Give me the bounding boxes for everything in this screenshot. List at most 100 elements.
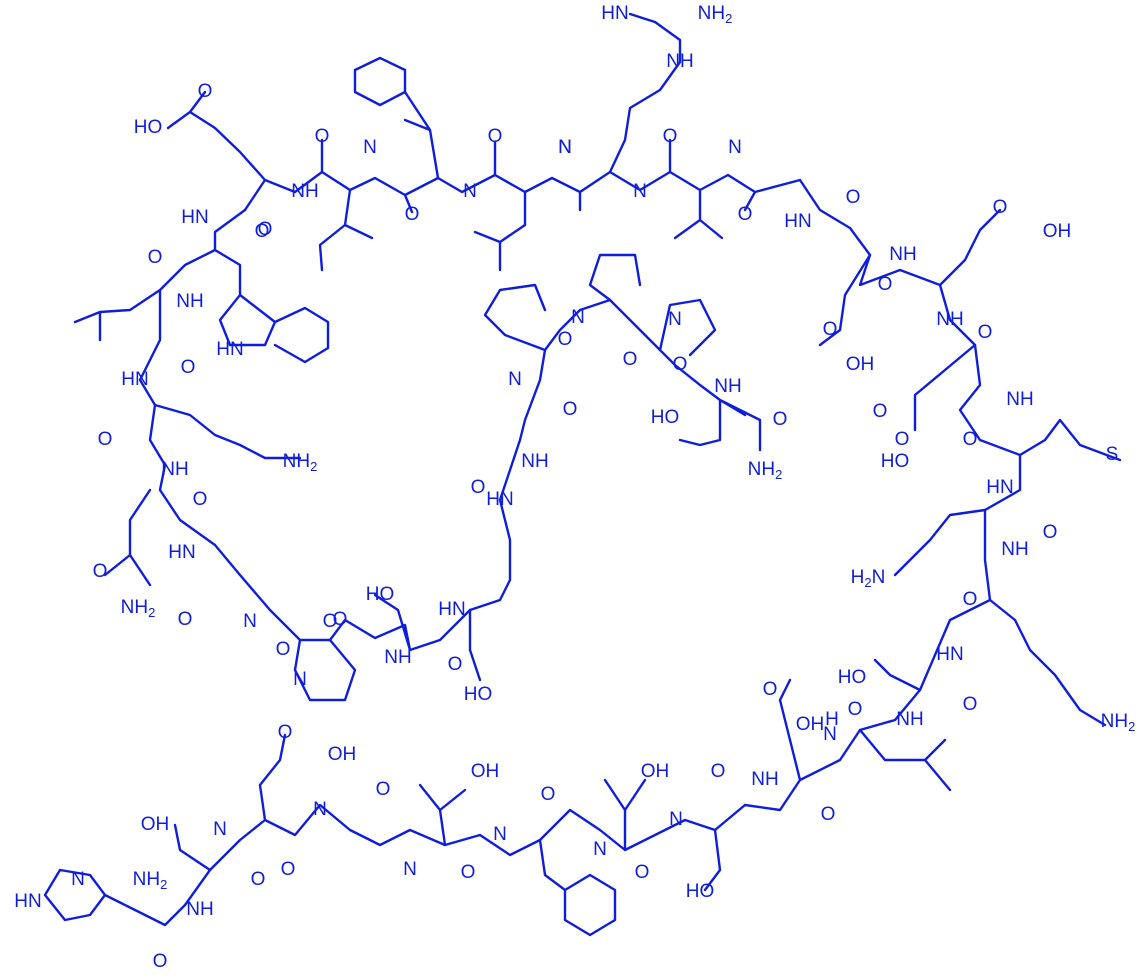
atom-label-trp-hn: HN — [216, 339, 243, 360]
atom-label-pro2-n: N — [571, 307, 585, 328]
leu-left-side-chain-bonds — [73, 288, 162, 342]
atom-label-glu3-acid-o: O — [873, 401, 888, 422]
lys-right-side-chain-bonds — [988, 598, 1107, 727]
atom-label-ser-right-ho: HO — [838, 667, 867, 688]
atom-label-trp-hn2: HN — [181, 207, 208, 228]
atom-label-ile-nh: NH — [291, 181, 318, 202]
atom-label-his-n: N — [71, 869, 85, 890]
atom-label-arg-n: N — [558, 137, 572, 158]
atom-label-asp-l-n: N — [213, 819, 227, 840]
atom-label-pro1-o: O — [558, 329, 573, 350]
atom-label-ser-m2-hn: HN — [438, 599, 465, 620]
asp-right-side-chain-bonds — [778, 678, 802, 782]
left-backbone-bonds — [138, 248, 747, 652]
met-side-chain-bonds — [1018, 418, 1122, 462]
atom-label-glu-top-o: O — [198, 81, 213, 102]
atom-label-ala-m-o: O — [563, 399, 578, 420]
atom-label-glu-mid-nh: NH — [936, 309, 963, 330]
atom-label-glu-right-acid-o: O — [993, 197, 1008, 218]
gln-side-chain-bonds — [893, 508, 987, 577]
atom-label-gly-l-n: N — [243, 611, 257, 632]
atom-label-glu-top-acid: HO — [134, 117, 163, 138]
atom-label-asp-right-oh: OH — [796, 714, 825, 735]
atom-label-his-hn: HN — [14, 891, 41, 912]
atom-label-leu-top-o: O — [405, 204, 420, 225]
glu-top-left-side-chain-bonds — [166, 90, 267, 182]
atom-label-gly-b-o: O — [376, 779, 391, 800]
atom-label-guanidine-nh-link: NH — [666, 51, 693, 72]
atom-label-pro2-o: O — [623, 349, 638, 370]
atom-label-glu-right-o: O — [846, 187, 861, 208]
atom-label-ser-m-o: O — [333, 609, 348, 630]
atom-label-gly-m-hn: HN — [486, 489, 513, 510]
atom-label-thr-r-o: O — [635, 862, 650, 883]
atom-label-ala-m-nh: NH — [521, 451, 548, 472]
atom-label-glu-l-o: O — [255, 221, 270, 242]
atom-label-glu-right-nh: NH — [889, 244, 916, 265]
atom-label-ser-bottom-oh: HO — [686, 881, 715, 902]
atom-label-gly-l2-hn: HN — [168, 542, 195, 563]
atom-label-gly-l2-o: O — [276, 639, 291, 660]
leu-top-side-chain-bonds — [473, 190, 527, 272]
atom-label-thr-l-oh: OH — [471, 761, 500, 782]
atom-label-leu-top-n: N — [558, 137, 572, 158]
trp-bonds — [213, 208, 330, 364]
atom-label-ile-o-up: O — [315, 126, 330, 147]
atom-label-glu-right-acid-oh: OH — [1043, 221, 1072, 242]
atom-label-ser-right-nh: NH — [896, 709, 923, 730]
atom-label-asn-o: O — [193, 489, 208, 510]
atom-label-thr-r-n: N — [593, 839, 607, 860]
atom-label-ser-l-o: O — [251, 869, 266, 890]
atom-label-met-s: S — [1106, 444, 1119, 465]
atom-label-asp-l-o: O — [278, 722, 293, 743]
top-backbone-bonds — [243, 138, 852, 230]
atom-label-asp-right-nh: NH — [751, 769, 778, 790]
atom-label-arg-o: O — [488, 126, 503, 147]
atom-label-asp-right-o: O — [763, 679, 778, 700]
ser-left-side-chain-bonds — [173, 823, 212, 872]
atom-label-glu3-nh: NH — [1006, 389, 1033, 410]
atom-label-gly-m-o: O — [471, 477, 486, 498]
glu3-side-chain-bonds — [913, 343, 977, 432]
atom-label-asn-nh2: NH2 — [121, 597, 156, 620]
atom-label-ile-n: N — [363, 137, 377, 158]
ile-side-chain-bonds — [318, 188, 374, 272]
glu-right-side-chain-bonds — [818, 208, 1002, 347]
atom-label-asp-l-o2: O — [281, 859, 296, 880]
arg-side-chain-bonds — [608, 12, 682, 174]
atom-label-ser-bottom-n: N — [669, 809, 683, 830]
atom-label-ser-right-o: O — [963, 694, 978, 715]
atom-label-ser-m2-ho: HO — [464, 684, 493, 705]
atom-label-gly-l-o: O — [178, 609, 193, 630]
atom-label-his-o: O — [153, 951, 168, 972]
atom-label-glu-mid-acid-o: O — [878, 274, 893, 295]
pro-triple-bonds — [483, 253, 717, 357]
asp-left-side-chain-bonds — [258, 733, 287, 822]
atom-label-arg-n2: N — [633, 181, 647, 202]
atom-label-ser-m2-o: O — [448, 654, 463, 675]
atom-label-gln-nh2: H2N — [851, 567, 886, 590]
bond-skeleton — [43, 12, 1122, 937]
atom-label-lys-right-nh2: NH2 — [1101, 711, 1136, 734]
atom-label-gln-o: O — [1043, 522, 1058, 543]
atom-label-ser-term-nh2: NH2 — [748, 459, 783, 482]
atom-label-ser-bottom-o: O — [711, 761, 726, 782]
atom-label-asp-right-o2: O — [821, 804, 836, 825]
atom-label-ser-m-ho: HO — [366, 584, 395, 605]
atom-label-his-nh: NH — [186, 899, 213, 920]
atom-label-pro3-o: O — [673, 354, 688, 375]
atom-label-guanidine-nh: HN — [601, 3, 628, 24]
atom-label-ser-m-nh: NH — [384, 647, 411, 668]
ser-bottom-side-chain-bonds — [703, 828, 722, 892]
phe-top-ring-bonds — [353, 56, 440, 180]
atom-label-met-o: O — [963, 429, 978, 450]
atom-label-val-o: O — [663, 126, 678, 147]
atom-label-lys-left-nh2: NH2 — [283, 451, 318, 474]
thr-left-side-chain-bonds — [418, 783, 467, 847]
atom-label-glu3-ho: HO — [881, 451, 910, 472]
atom-label-pro3-n: N — [668, 309, 682, 330]
atom-label-met-hn: HN — [986, 477, 1013, 498]
ser-mid-side-chain-bonds — [373, 593, 482, 682]
bottom-backbone-bonds — [133, 803, 747, 927]
atom-label-glu3-o: O — [978, 322, 993, 343]
